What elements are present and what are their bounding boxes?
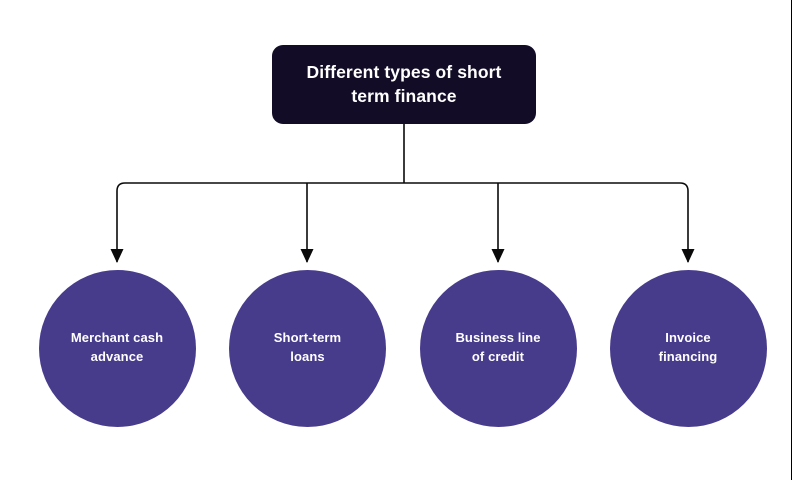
root-node-box[interactable]: Different types of short term finance: [272, 45, 536, 124]
leaf-node-merchant-cash-advance[interactable]: Merchant cash advance: [38, 269, 196, 427]
arrowhead-1: [110, 249, 124, 263]
root-node-label: Different types of short term finance: [306, 61, 502, 106]
connector-bus: [116, 182, 689, 262]
leaf-node-business-line-of-credit[interactable]: Business line of credit: [419, 269, 577, 427]
leaf-node-label: Business line of credit: [455, 330, 541, 364]
arrowhead-3: [491, 249, 505, 263]
leaf-node-label: Short-term loans: [273, 330, 342, 364]
leaf-node-invoice-financing[interactable]: Invoice financing: [609, 269, 767, 427]
leaf-node-label: Invoice financing: [658, 330, 718, 364]
leaf-node-short-term-loans[interactable]: Short-term loans: [229, 269, 386, 427]
arrowhead-4: [681, 249, 695, 263]
leaf-node-label: Merchant cash advance: [70, 330, 164, 364]
frame-border-right: [791, 0, 792, 480]
arrowhead-2: [300, 249, 314, 263]
